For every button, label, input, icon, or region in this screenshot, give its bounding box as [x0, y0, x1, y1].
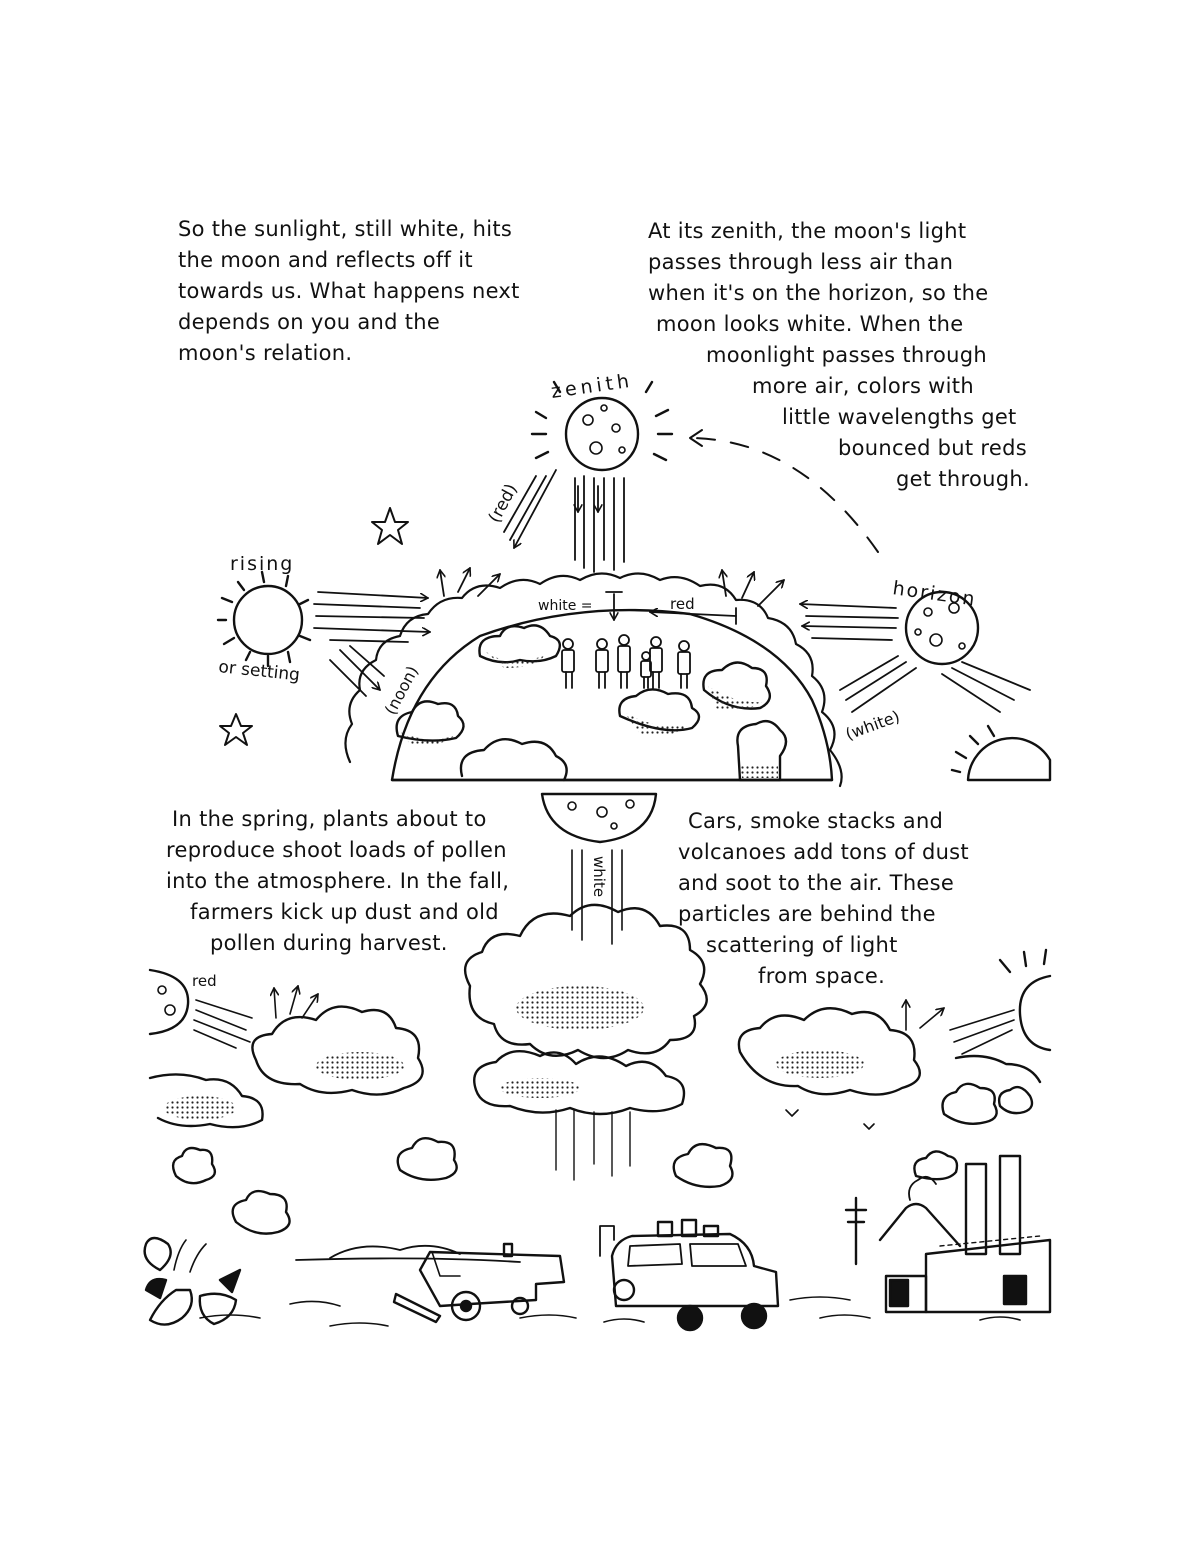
caption-line: and soot to the air. These — [678, 871, 955, 895]
caption-bottom-right: Cars, smoke stacks and volcanoes add ton… — [678, 806, 969, 992]
caption-line: towards us. What happens next — [178, 279, 520, 303]
caption-line: passes through less air than — [648, 250, 954, 274]
cloud-layer — [148, 903, 1042, 1181]
bottom-moon — [540, 792, 658, 844]
caption-line: when it's on the horizon, so the — [648, 281, 989, 305]
star-icon — [219, 713, 253, 746]
caption-line: farmers kick up dust and old — [190, 900, 499, 924]
ground-scene — [143, 1082, 1052, 1332]
caption-line: pollen during harvest. — [210, 931, 448, 955]
label-red-arrow: red — [670, 595, 695, 613]
label-rising: rising — [230, 553, 294, 575]
horizon-moon-rays — [800, 604, 1031, 713]
red-moon-left — [148, 968, 318, 1049]
caption-line: So the sunlight, still white, hits — [178, 217, 513, 241]
caption-line: get through. — [896, 467, 1030, 491]
label-noon: (noon) — [381, 663, 422, 718]
caption-top-left: So the sunlight, still white, hits the m… — [178, 214, 520, 369]
caption-line: At its zenith, the moon's light — [648, 219, 967, 243]
horizon-moon — [904, 590, 980, 666]
caption-line: moonlight passes through — [706, 343, 988, 367]
bottom-moon-rays — [571, 849, 623, 945]
caption-line: moon's relation. — [178, 341, 353, 365]
caption-line: moon looks white. When the — [656, 312, 964, 336]
rising-setting-sun — [216, 570, 312, 668]
bottom-right-sun — [906, 948, 1052, 1055]
label-white-equals: white = — [538, 598, 593, 614]
caption-line: into the atmosphere. In the fall, — [166, 869, 510, 893]
zenith-moon — [530, 380, 674, 472]
caption-line: volcanoes add tons of dust — [678, 840, 969, 864]
zenith-light-rays — [503, 469, 625, 573]
caption-line: particles are behind the — [678, 902, 936, 926]
earth-dome — [344, 568, 843, 788]
caption-line: little wavelengths get — [782, 405, 1017, 429]
caption-line: In the spring, plants about to — [172, 807, 487, 831]
setting-sun-right — [950, 724, 1052, 782]
caption-line: more air, colors with — [752, 374, 974, 398]
label-zenith: zenith — [550, 370, 635, 403]
caption-top-right: At its zenith, the moon's light passes t… — [648, 216, 1030, 495]
caption-line: from space. — [758, 964, 886, 988]
moon-path-arrowhead — [689, 429, 703, 447]
caption-line: depends on you and the — [178, 310, 441, 334]
caption-line: scattering of light — [706, 933, 898, 957]
label-white-vertical: white — [590, 856, 608, 897]
caption-line: Cars, smoke stacks and — [688, 809, 944, 833]
label-horizon: horizon — [891, 577, 978, 611]
label-red-bottom: red — [192, 972, 217, 990]
caption-bottom-left: In the spring, plants about to reproduce… — [166, 804, 509, 959]
caption-line: reproduce shoot loads of pollen — [166, 838, 507, 862]
caption-line: bounced but reds — [838, 436, 1027, 460]
label-or-setting: or setting — [217, 657, 300, 685]
star-icon — [371, 507, 409, 545]
caption-line: the moon and reflects off it — [178, 248, 473, 272]
label-red-zenith: (red) — [485, 481, 522, 527]
moon-path-dashed-arc — [691, 437, 879, 553]
